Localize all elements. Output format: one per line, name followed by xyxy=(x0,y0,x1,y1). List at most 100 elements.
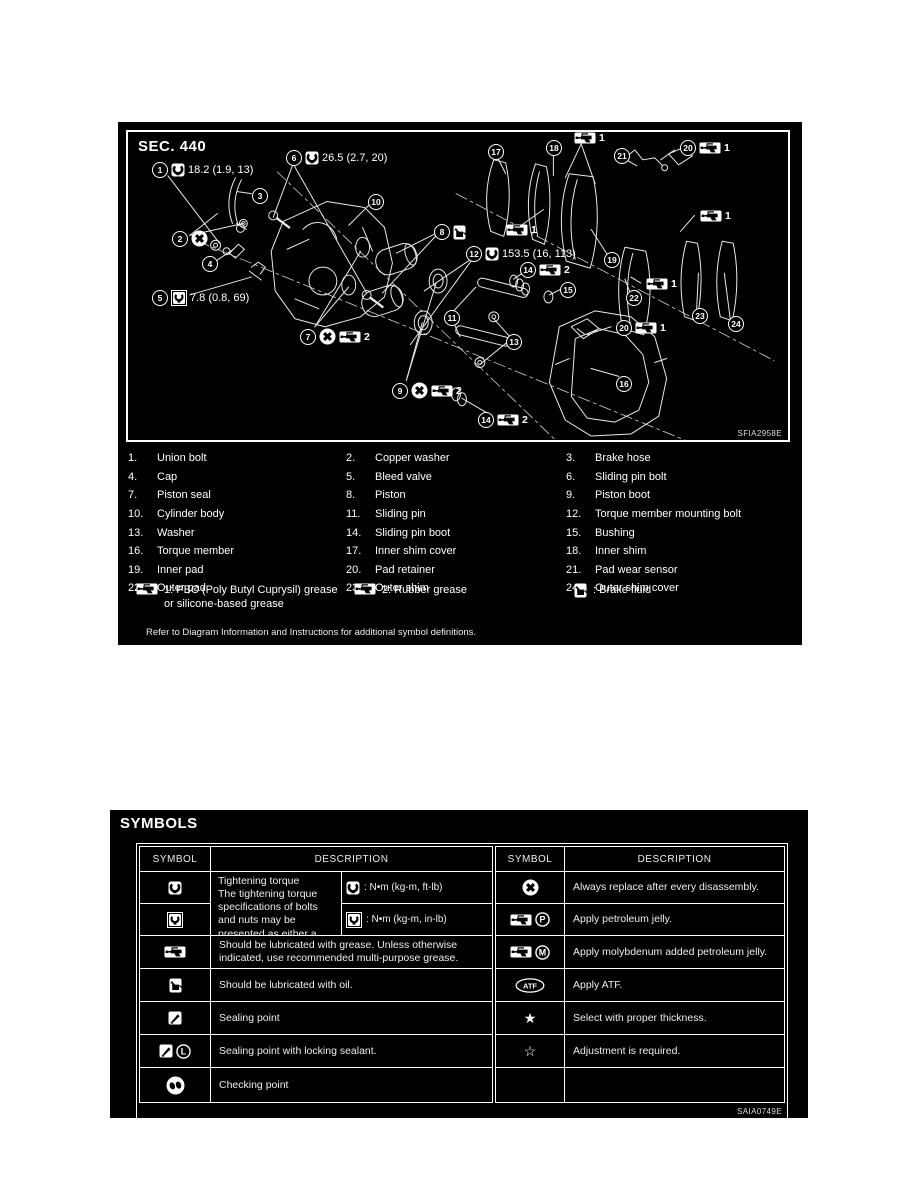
description-cell: Select with proper thickness. xyxy=(565,1002,784,1034)
replace-icon xyxy=(191,230,208,247)
symbol-cell xyxy=(140,936,210,968)
checking-icon xyxy=(166,1076,185,1095)
part-number: 4. xyxy=(128,470,138,483)
description-cell: Apply petroleum jelly. xyxy=(565,904,784,935)
svg-text:P: P xyxy=(540,915,546,925)
callout-number: 5 xyxy=(152,290,168,306)
part-name: Union bolt xyxy=(157,452,207,465)
part-item: 7.Piston seal xyxy=(128,486,346,505)
part-name: Torque member xyxy=(157,545,235,558)
callout-number: 11 xyxy=(444,310,460,326)
part-item: 15.Bushing xyxy=(566,523,792,542)
torque-icon xyxy=(485,247,499,261)
grease-icon xyxy=(699,142,721,154)
torque-unit: : N•m (kg-m, ft-lb) xyxy=(342,872,492,903)
callout: 1 xyxy=(506,224,537,236)
part-name: Piston seal xyxy=(157,489,211,502)
part-number: 18. xyxy=(566,545,582,558)
part-number: 13. xyxy=(128,526,144,539)
svg-text:L: L xyxy=(181,1046,187,1056)
symbol-cell xyxy=(140,904,210,935)
sealing-icon xyxy=(159,1044,173,1058)
callout-number: 4 xyxy=(202,256,218,272)
symbol-cell: ☆ xyxy=(496,1035,564,1067)
grease-number: 2 xyxy=(456,384,462,397)
callout-number: 21 xyxy=(614,148,630,164)
torque-spec: 18.2 (1.9, 13) xyxy=(188,164,254,176)
grease-number: 1 xyxy=(660,322,666,334)
callout: 10 xyxy=(368,194,384,210)
torque-unit-label: : N•m (kg-m, ft-lb) xyxy=(364,882,443,893)
symbol-cell xyxy=(496,872,564,903)
callout-number: 3 xyxy=(252,188,268,204)
callout-number: 19 xyxy=(604,252,620,268)
legend-item: 1: PBC (Poly Butyl Cuprysil) grease or s… xyxy=(136,583,346,612)
part-item: 4.Cap xyxy=(128,468,346,487)
callout-number: 1 xyxy=(152,162,168,178)
part-name: Torque member mounting bolt xyxy=(595,508,742,521)
part-number: 8. xyxy=(346,489,356,502)
brake-fluid-icon xyxy=(169,978,182,993)
part-name: Inner pad xyxy=(157,563,204,576)
torque-inlb-icon xyxy=(346,911,362,928)
grease-icon xyxy=(164,946,186,958)
diagram-line-art xyxy=(167,143,775,440)
grease-icon xyxy=(510,914,532,926)
description-cell: Checking point xyxy=(211,1068,492,1102)
star-outline-icon: ☆ xyxy=(523,1043,537,1059)
description-cell: Always replace after every disassembly. xyxy=(565,872,784,903)
callout: 17 xyxy=(488,144,504,160)
grease-icon xyxy=(635,322,657,334)
torque-icon xyxy=(171,163,185,177)
star-filled-icon: ★ xyxy=(523,1010,537,1026)
callout: 8 xyxy=(434,224,466,240)
torque-spec: 7.8 (0.8, 69) xyxy=(190,292,250,304)
part-name: Sliding pin bolt xyxy=(595,470,667,483)
grease-icon xyxy=(506,224,528,236)
callout: 13 xyxy=(506,334,522,350)
callout-number: 6 xyxy=(286,150,302,166)
grease-number: 1 xyxy=(724,142,730,154)
callout-number: 12 xyxy=(466,246,482,262)
torque-units: : N•m (kg-m, ft-lb): N•m (kg-m, in-lb) xyxy=(341,872,492,935)
part-name: Outer shim cover xyxy=(595,582,679,595)
part-name: Washer xyxy=(157,526,195,539)
callout: 1 xyxy=(574,132,605,144)
part-number: 6. xyxy=(566,470,576,483)
callout-number: 23 xyxy=(692,308,708,324)
part-number: 10. xyxy=(128,508,144,521)
part-item: 6. Sliding pin bolt xyxy=(566,468,792,487)
symbols-title: SYMBOLS xyxy=(120,815,198,832)
symbol-cell xyxy=(140,969,210,1001)
symbol-cell xyxy=(496,1068,564,1102)
description-cell: Sealing point with locking sealant. xyxy=(211,1035,492,1067)
grease-icon xyxy=(510,946,532,958)
column-header-symbol: SYMBOL xyxy=(496,847,564,871)
part-name: Piston xyxy=(375,489,406,502)
part-item: 14.Sliding pin boot xyxy=(346,523,566,542)
part-name: Piston boot xyxy=(595,489,651,502)
part-number: 2. xyxy=(346,452,356,465)
callout: 23 xyxy=(692,308,708,324)
legend-item: 2: Rubber grease xyxy=(354,583,542,597)
grease-number: 1 xyxy=(671,278,677,290)
grease-icon xyxy=(431,385,453,397)
callout: 5 7.8 (0.8, 69) xyxy=(152,290,249,306)
part-number: 1. xyxy=(128,452,138,465)
part-number: 11. xyxy=(346,508,361,521)
callout: 18 xyxy=(546,140,562,156)
symbol-cell: L xyxy=(140,1035,210,1067)
callout-number: 16 xyxy=(616,376,632,392)
